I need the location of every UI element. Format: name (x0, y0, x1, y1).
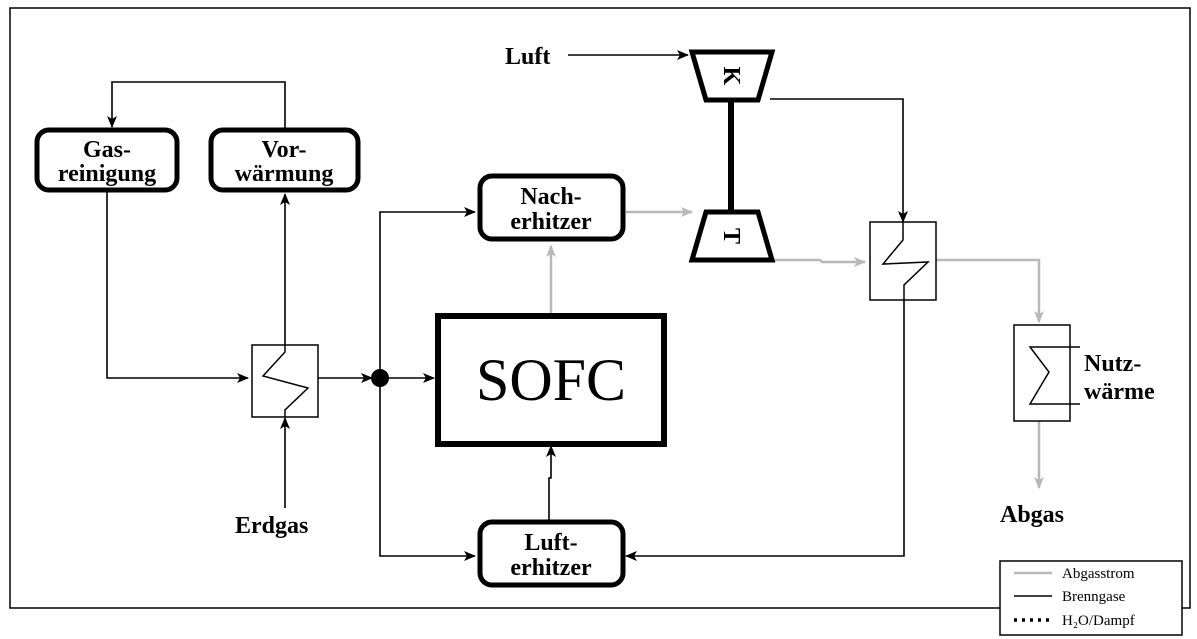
diagram-frame (9, 7, 1191, 609)
compressor-label: K (718, 67, 744, 86)
vorwaermung-label-1: Vor- (262, 137, 307, 163)
gasreinigung-label-2: reinigung (58, 161, 156, 187)
lufterhitzer-label-1: Luft- (524, 530, 577, 556)
compressor: K (688, 49, 776, 103)
legend-label-dampf: H₂O/Dampf (1062, 613, 1135, 629)
heat-exchanger-1 (251, 344, 319, 418)
lufterhitzer-box: Luft- erhitzer (477, 519, 626, 588)
legend-label-abgasstrom: Abgasstrom (1062, 566, 1135, 582)
luft-label: Luft (505, 44, 550, 70)
nacherhitzer-label-1: Nach- (520, 184, 581, 210)
lufterhitzer-label-2: erhitzer (510, 555, 592, 581)
exhaust-lines (546, 207, 1044, 489)
fuel-gas-lines (106, 50, 908, 561)
legend-label-brenngase: Brenngase (1062, 589, 1126, 605)
erdgas-label: Erdgas (235, 513, 308, 539)
gasreinigung-box: Gas- reinigung (34, 127, 180, 193)
vorwaermung-box: Vor- wärmung (208, 127, 361, 193)
nacherhitzer-label-2: erhitzer (510, 209, 592, 235)
abgas-label: Abgas (1000, 502, 1064, 528)
sofc-label: SOFC (476, 347, 626, 413)
turbine: T (688, 209, 776, 263)
nutzwaerme-label-1: Nutz- (1084, 351, 1141, 377)
junction-node (371, 369, 389, 387)
sofc-box: SOFC (435, 313, 667, 447)
nacherhitzer-box: Nach- erhitzer (477, 173, 626, 242)
heat-exchanger-2 (869, 221, 937, 301)
heat-exchanger-nutzwaerme (1013, 324, 1080, 422)
vorwaermung-label-2: wärmung (235, 161, 334, 187)
legend: Abgasstrom Brenngase H₂O/Dampf (999, 560, 1183, 636)
nutzwaerme-label-2: wärme (1084, 379, 1155, 405)
turbine-label: T (718, 228, 744, 244)
gasreinigung-label-1: Gas- (83, 137, 131, 163)
